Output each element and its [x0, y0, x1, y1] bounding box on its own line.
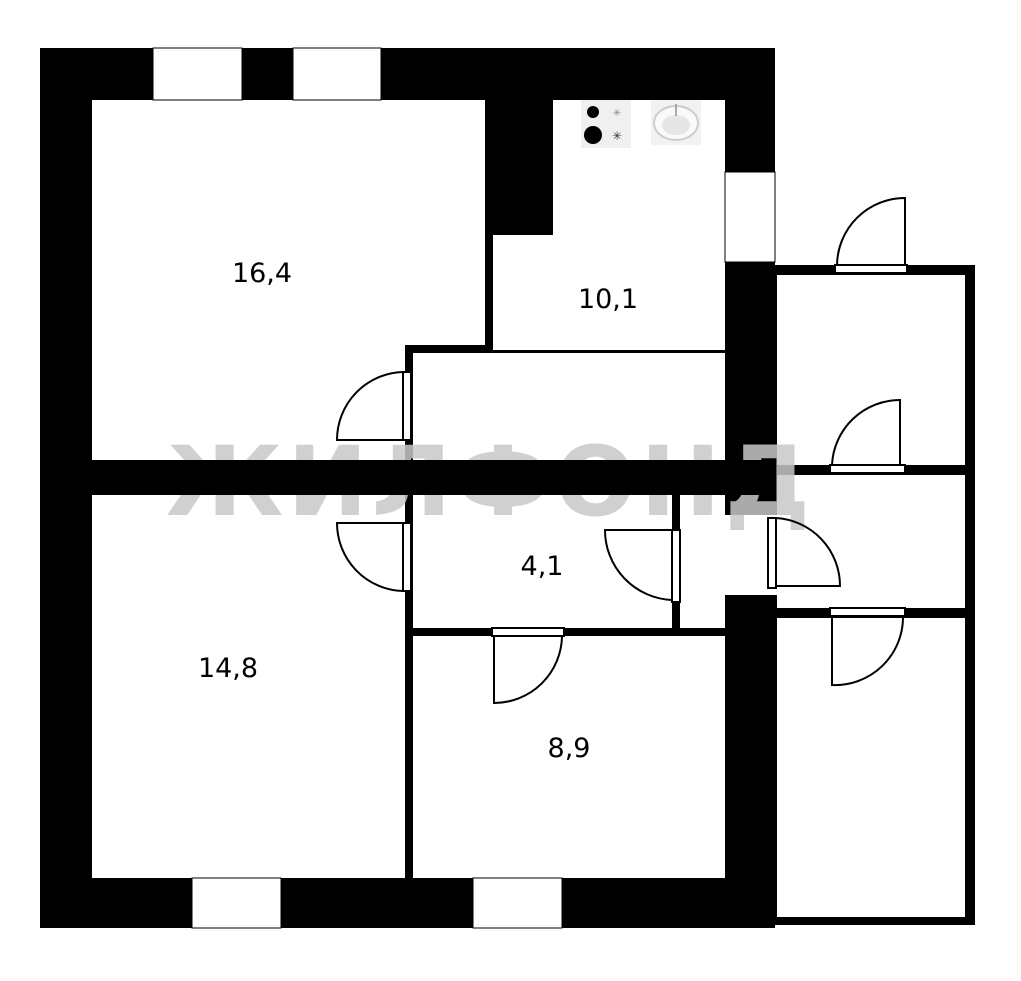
- annex-room-1: [777, 275, 965, 465]
- room-area-label: 4,1: [521, 551, 564, 582]
- room-area-label: 16,4: [232, 258, 292, 289]
- door: [603, 529, 681, 603]
- door: [335, 522, 412, 592]
- room-1-floor: [92, 100, 485, 460]
- door: [767, 517, 842, 589]
- sink-icon: [651, 100, 701, 145]
- svg-text:✳: ✳: [612, 129, 622, 143]
- room-area-label: 10,1: [578, 284, 638, 315]
- stove-icon: ✳ ✳: [581, 100, 631, 148]
- door: [829, 398, 906, 474]
- doorway: [725, 515, 775, 595]
- door: [491, 627, 565, 705]
- room-2-floor: [92, 495, 405, 878]
- window: [152, 47, 243, 101]
- room-3-floor: [413, 636, 725, 878]
- window: [191, 877, 282, 929]
- interior-wall: [40, 460, 775, 495]
- window: [292, 47, 382, 101]
- window: [472, 877, 563, 929]
- annex-room-3: [777, 618, 965, 917]
- room-area-label: 14,8: [198, 653, 258, 684]
- door: [829, 607, 906, 687]
- niche-floor: [680, 495, 725, 628]
- corridor-floor: [413, 495, 672, 628]
- door: [335, 371, 412, 441]
- doors: [335, 196, 908, 705]
- door: [834, 196, 908, 274]
- room-area-label: 8,9: [548, 733, 591, 764]
- svg-text:✳: ✳: [613, 108, 621, 119]
- window: [724, 171, 776, 263]
- windows: [152, 47, 776, 929]
